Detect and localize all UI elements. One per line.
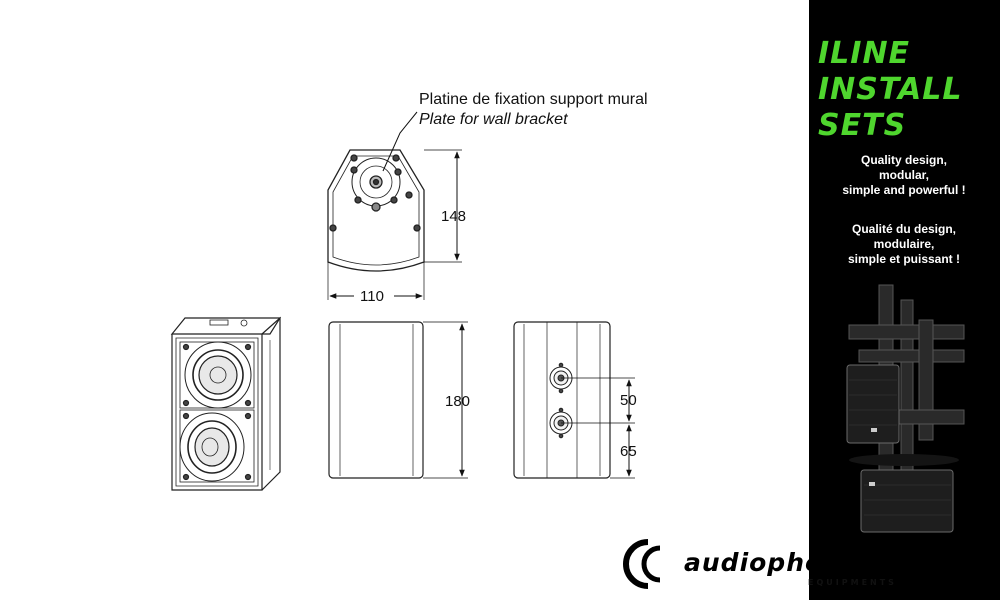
cabinet-height-dimension — [423, 321, 468, 479]
bracket-width-label: 110 — [360, 288, 384, 305]
callout-label-fr: Platine de fixation support mural — [419, 91, 648, 108]
connector-spacing-label: 50 — [620, 392, 637, 409]
bracket-plate-view — [327, 149, 425, 272]
speaker-rear-view — [513, 321, 611, 479]
panel-title-line: SETS — [818, 108, 907, 143]
panel-title-line: INSTALL — [818, 72, 963, 107]
callout-leader — [382, 111, 418, 172]
bracket-height-label: 148 — [441, 208, 466, 225]
callout-label-en: Plate for wall bracket — [419, 111, 568, 128]
tagline-fr-line: modulaire, — [873, 237, 935, 251]
audiophony-logo-icon — [623, 539, 661, 589]
speaker-set-illustration — [846, 284, 965, 533]
tagline-fr-line: simple et puissant ! — [847, 252, 961, 266]
tagline-en-line: Quality design, — [860, 153, 947, 167]
tagline-fr: Qualité du design, modulaire, simple et … — [814, 222, 994, 267]
tagline-fr-line: Qualité du design, — [851, 222, 956, 236]
cabinet-height-label: 180 — [445, 393, 470, 410]
panel-title-line: ILINE — [818, 36, 911, 71]
tagline-en: Quality design, modular, simple and powe… — [814, 153, 994, 198]
speaker-side-view — [328, 321, 424, 479]
tagline-en-line: modular, — [878, 168, 929, 182]
connector-dimensions — [561, 377, 635, 479]
speaker-perspective-view — [170, 316, 282, 491]
brand-subtitle: EQUIPMENTS — [808, 578, 897, 587]
bracket-height-dimension — [424, 149, 462, 263]
tagline-en-line: simple and powerful ! — [842, 183, 966, 197]
promo-panel — [809, 0, 1000, 600]
technical-drawing: Platine de fixation support mural Plate … — [170, 91, 648, 491]
bracket-width-dimension — [327, 262, 425, 300]
panel-title: ILINE INSTALL SETS — [818, 36, 998, 144]
connector-bottom-label: 65 — [620, 443, 637, 460]
brand-name: audiophony — [684, 548, 860, 577]
